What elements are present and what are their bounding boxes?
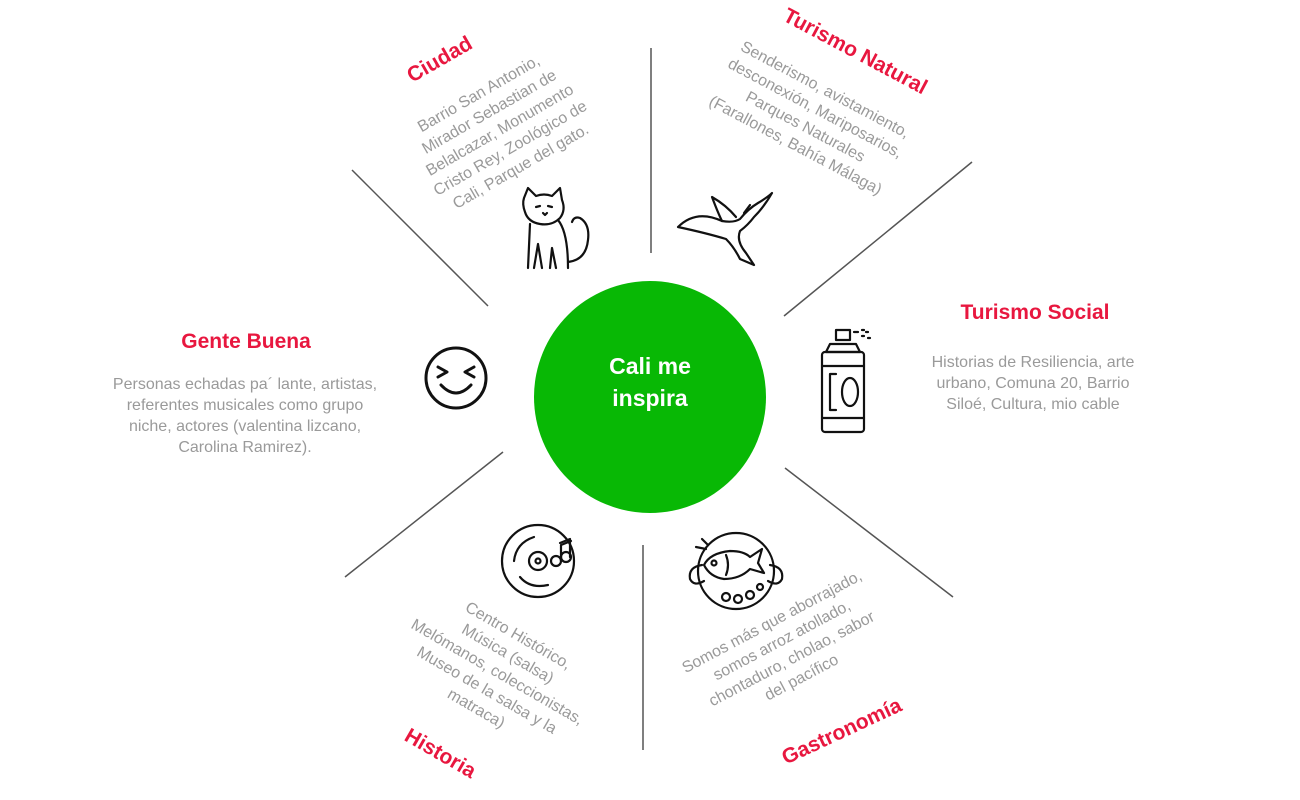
- center-label: Cali me inspira: [609, 353, 691, 411]
- segment-description-gente-buena: Personas echadas pa´ lante, artistas, re…: [112, 376, 378, 456]
- fish-dish-icon: [688, 531, 784, 611]
- divider-line: [351, 169, 489, 307]
- cat-icon: [522, 186, 590, 270]
- segment-title-gente-buena: Gente Buena: [181, 330, 311, 353]
- bird-icon: [676, 191, 774, 267]
- divider-line: [344, 451, 504, 578]
- smiley-face-icon: [424, 346, 488, 410]
- vinyl-record-icon: [500, 523, 576, 599]
- spray-can-icon: [820, 328, 872, 434]
- segment-title-turismo-social: Turismo Social: [960, 301, 1110, 324]
- divider-line: [784, 467, 954, 598]
- center-circle-shape: [534, 281, 766, 513]
- divider-line: [783, 161, 973, 317]
- segment-description-turismo-social: Historias de Resiliencia, arte urbano, C…: [931, 354, 1135, 413]
